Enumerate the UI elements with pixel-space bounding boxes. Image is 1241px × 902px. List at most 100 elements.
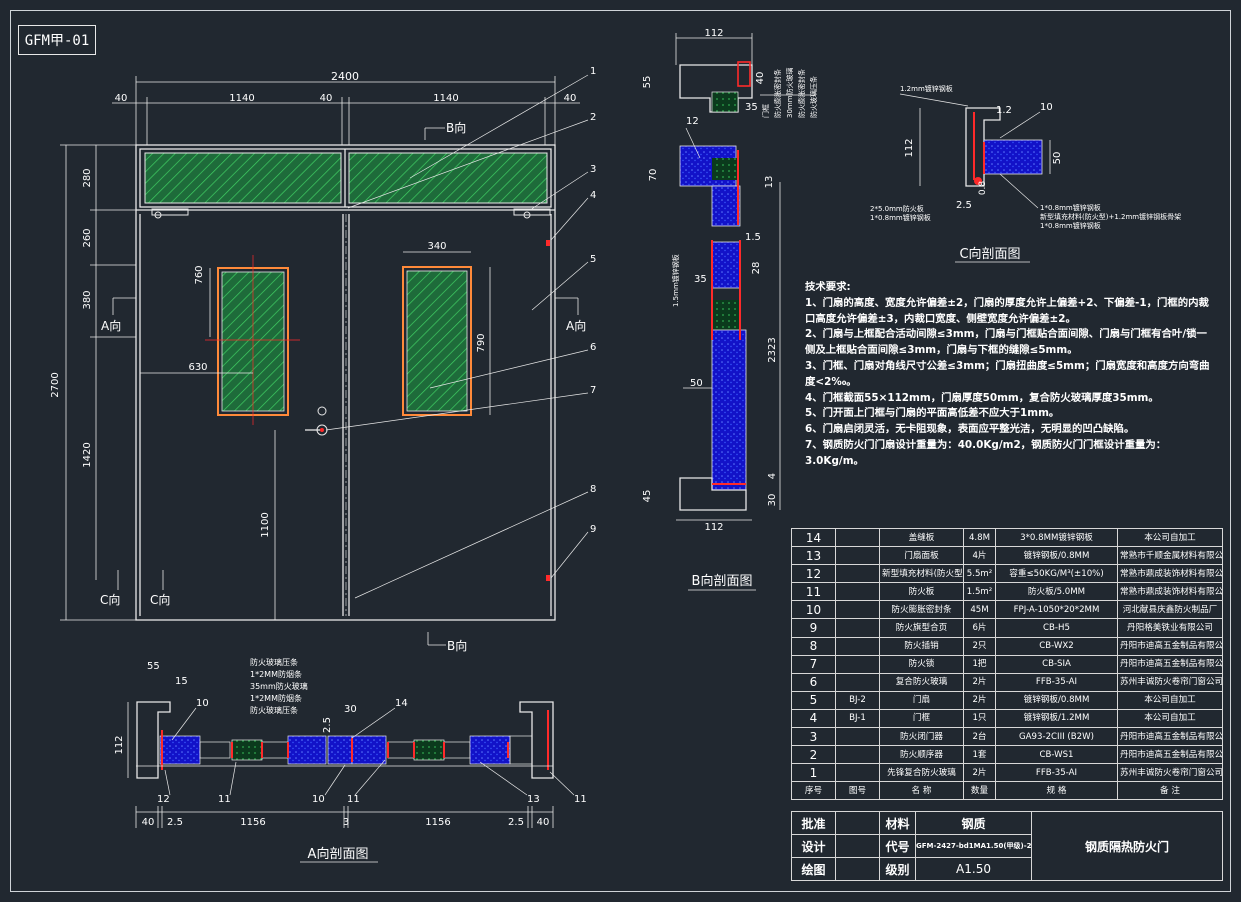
sec-c-dim-1.2: 1.2 (996, 105, 1012, 116)
bom-cell: 7 (791, 654, 836, 674)
sec-a-label-1: 防火玻璃压条 (250, 657, 298, 667)
sec-b-dim-55: 55 (642, 76, 653, 89)
sec-a-label-5: 防火玻璃压条 (250, 705, 298, 715)
bom-cell: CB-WX2 (995, 636, 1118, 656)
bom-cell: 苏州丰诚防火卷帘门窗公司 (1117, 672, 1223, 692)
sec-c-label-steel1: 1*0.8mm镀锌钢板 (870, 213, 931, 222)
sec-a-callout-13: 13 (527, 794, 540, 805)
bom-cell: 4.8M (963, 527, 996, 548)
section-a-right-label: A向 (566, 318, 586, 333)
bom-cell: 2 (791, 745, 836, 765)
bom-cell: 12 (791, 564, 836, 584)
bom-cell: 6 (791, 672, 836, 692)
bom-cell: 9 (791, 618, 836, 638)
bom-cell: 本公司自加工 (1117, 708, 1223, 729)
bom-cell: 常熟市千顺金属材料有限公司 (1117, 546, 1223, 566)
bom-cell: 6片 (963, 618, 996, 638)
sec-b-label-seal1: 防火膨胀密封条 (773, 69, 782, 118)
sec-b-title: B向剖面图 (692, 573, 753, 589)
title-material-value: 钢质 (915, 811, 1032, 835)
sec-a-callout-14: 14 (395, 698, 408, 709)
sec-c-label-board: 2*5.0mm防火板 (870, 204, 924, 213)
sec-c-dim-112: 112 (904, 138, 915, 157)
callout-3: 3 (590, 164, 596, 175)
bom-cell: 丹阳市迪高五金制品有限公司 (1117, 727, 1223, 747)
section-c-left-label: C向 (100, 592, 120, 607)
section-b-top-label: B向 (446, 120, 466, 135)
title-design: 设计 (791, 834, 836, 858)
section-c-right-label: C向 (150, 592, 170, 607)
bom-cell: FFB-35-AI (995, 672, 1118, 692)
bom-cell: 1.5m² (963, 582, 996, 602)
bom-cell: 本公司自加工 (1117, 527, 1223, 548)
tech-item-1: 1、门扇的高度、宽度允许偏差±2，门扇的厚度允许上偏差+2、下偏差-1，门框的内… (805, 296, 1209, 325)
main-elevation: 2400 40 1140 40 1140 40 2700 280 260 380… (50, 66, 596, 653)
bom-cell: 复合防火玻璃 (879, 672, 964, 692)
bom-cell: 1 (791, 763, 836, 783)
sec-c-dim-50: 50 (1052, 152, 1063, 165)
bom-cell (835, 527, 880, 548)
tech-item-4: 4、门框截面55×112mm，门扇厚度50mm，复合防火玻璃厚度35mm。 (805, 391, 1159, 404)
tech-item-7: 7、钢质防火门门扇设计重量为：40.0Kg/m2，钢质防火门门框设计重量为：3.… (805, 438, 1167, 467)
drawing-frame (10, 10, 1231, 892)
bom-cell: 2片 (963, 672, 996, 692)
bom-cell: 丹阳市迪高五金制品有限公司 (1117, 745, 1223, 765)
sec-b-dim-70: 70 (648, 169, 659, 182)
bom-cell: 14 (791, 527, 836, 548)
bom-cell: 2只 (963, 636, 996, 656)
bom-cell (835, 618, 880, 638)
bom-cell: 门扇 (879, 690, 964, 710)
bom-cell: 2台 (963, 727, 996, 747)
callout-9: 9 (590, 524, 596, 535)
bom-cell: CB-H5 (995, 618, 1118, 638)
bom-cell: 防火旗型合页 (879, 618, 964, 638)
bom-header-cell: 规 格 (995, 781, 1118, 801)
height-part-2: 260 (82, 228, 93, 247)
bom-cell: 本公司自加工 (1117, 690, 1223, 710)
window-height-right-dim: 790 (476, 333, 487, 352)
bom-cell: GA93-2CIII (B2W) (995, 727, 1118, 747)
sec-a-callout-10b: 10 (312, 794, 325, 805)
bom-cell: 河北献县庆鑫防火制品厂 (1117, 600, 1223, 620)
bom-cell: 4 (791, 708, 836, 729)
sec-a-bdim-6: 2.5 (508, 817, 524, 828)
sec-b-label-seal2: 防火膨胀密封条 (797, 69, 806, 118)
height-part-3: 380 (82, 290, 93, 309)
title-draw: 绘图 (791, 857, 836, 881)
bom-cell: 镀锌钢板/0.8MM (995, 546, 1118, 566)
bom-cell: 11 (791, 582, 836, 602)
bom-cell: 苏州丰诚防火卷帘门窗公司 (1117, 763, 1223, 783)
callout-2: 2 (590, 112, 596, 123)
callout-7: 7 (590, 385, 596, 396)
sec-b-callout-12: 12 (686, 116, 699, 127)
section-b: 112 55 40 35 门框 防火膨胀密封条 30mm防火玻璃 防火膨胀密封条… (642, 28, 818, 591)
tech-heading: 技术要求: (805, 281, 851, 293)
sec-b-dim-45: 45 (642, 490, 653, 503)
bom-header-cell: 图号 (835, 781, 880, 801)
tech-item-6: 6、门扇启闭灵活，无卡阻现象，表面应平整光洁，无明显的凹凸缺陷。 (805, 423, 1135, 436)
sec-a-label-3: 35mm防火玻璃 (250, 681, 308, 691)
bom-cell: 镀锌钢板/0.8MM (995, 690, 1118, 710)
sec-b-dim-28: 28 (751, 262, 762, 275)
section-a: 防火玻璃压条 1*2MM防烟条 35mm防火玻璃 1*2MM防烟条 防火玻璃压条… (114, 657, 587, 863)
sec-b-dim-4: 4 (767, 473, 778, 479)
sec-a-label-2: 1*2MM防烟条 (250, 669, 302, 679)
bom-cell: 防火锁 (879, 654, 964, 674)
window-height-left-dim: 760 (194, 265, 205, 284)
sec-b-dim-35b: 35 (694, 274, 707, 285)
bom-cell: 常熟市鼎成装饰材料有限公司 (1117, 564, 1223, 584)
bom-cell: 2片 (963, 690, 996, 710)
bom-cell: 丹阳市迪高五金制品有限公司 (1117, 654, 1223, 674)
sec-b-label-glass: 30mm防火玻璃 (785, 67, 794, 118)
title-material-label: 材料 (879, 811, 916, 835)
bom-cell: 容重≤50KG/M³(±10%) (995, 564, 1118, 584)
